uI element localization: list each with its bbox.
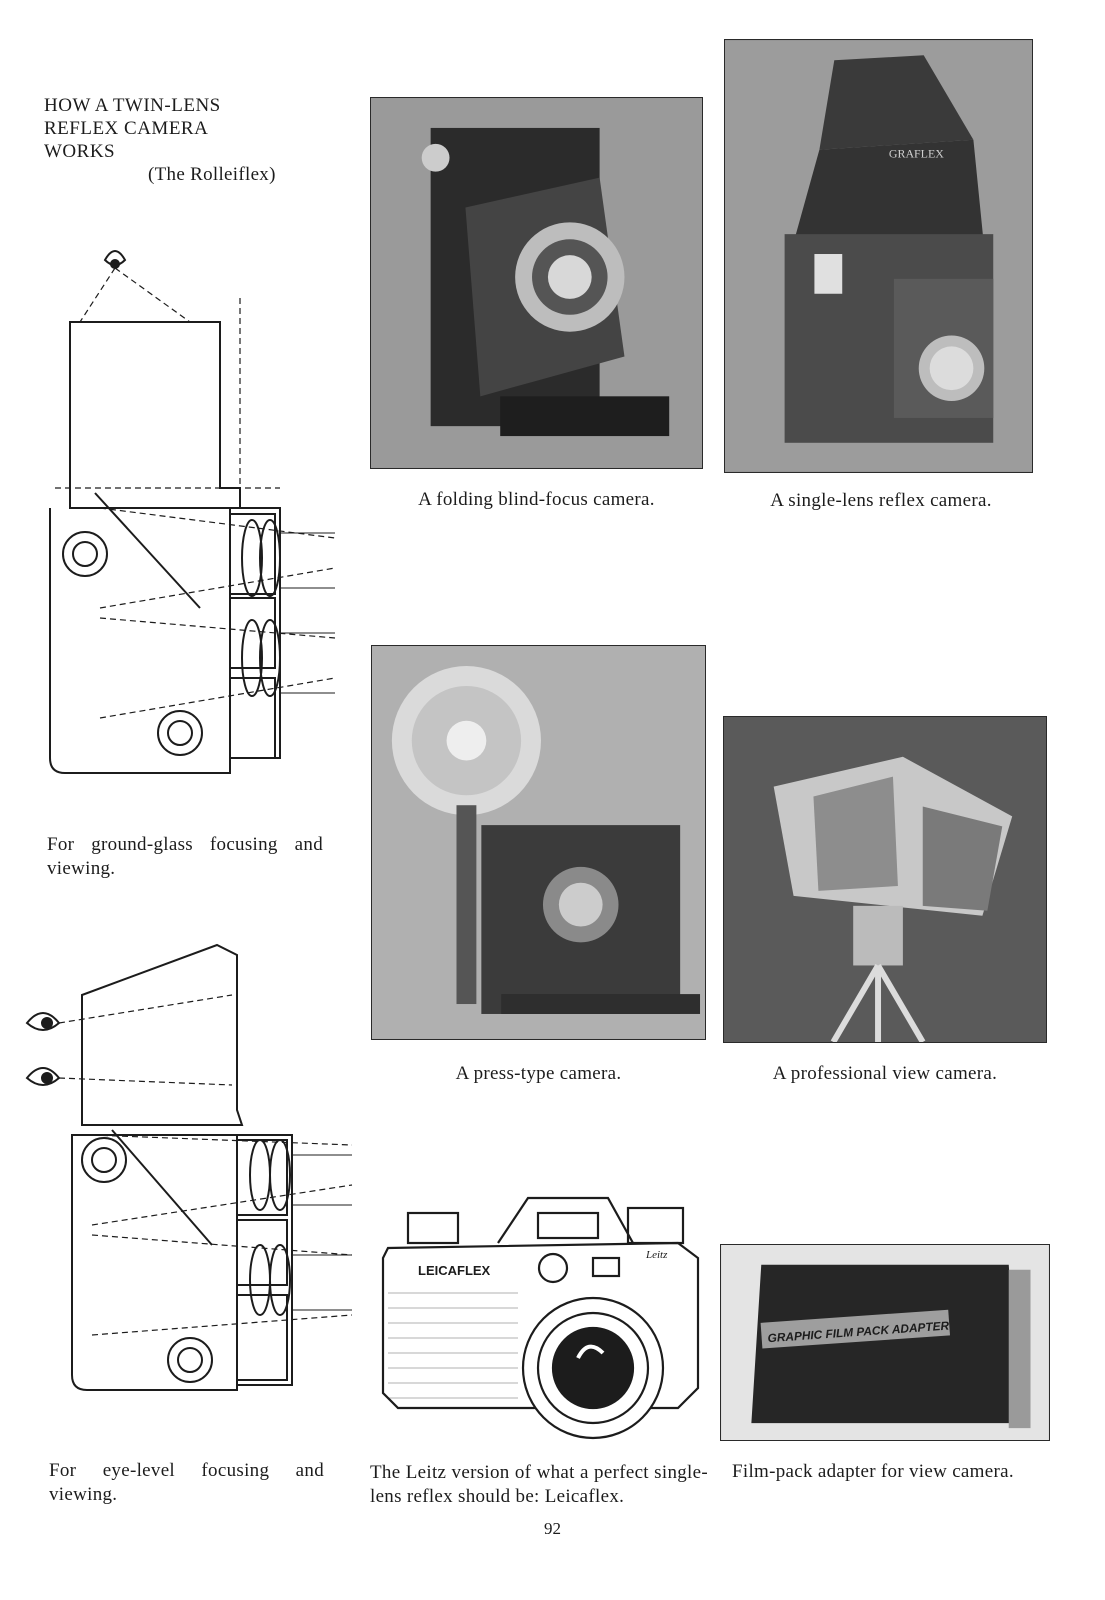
- title-subtitle: (The Rolleiflex): [148, 164, 276, 185]
- film-pack-adapter-illustration: GRAPHIC FILM PACK ADAPTER: [721, 1245, 1049, 1440]
- folding-camera-photo: [370, 97, 703, 469]
- ground-glass-diagram-drawing: [49, 250, 336, 774]
- view-camera-caption: A professional view camera.: [772, 1063, 998, 1084]
- film-pack-caption: Film-pack adapter for view camera.: [732, 1461, 1014, 1482]
- press-camera-photo: [371, 645, 706, 1040]
- title-line-2: REFLEX CAMERA: [44, 118, 209, 139]
- rolleiflex-ground-glass-diagram: [40, 238, 345, 783]
- view-camera-photo: [723, 716, 1047, 1043]
- leitz-maker-text: Leitz: [645, 1249, 668, 1261]
- press-camera-illustration: [372, 646, 705, 1039]
- eye-level-diagram-drawing: [25, 943, 353, 1391]
- view-camera-illustration: [724, 717, 1046, 1042]
- title-line-3: WORKS: [44, 141, 116, 162]
- leicaflex-caption: The Leitz version of what a perfect sing…: [370, 1462, 708, 1507]
- press-camera-caption: A press-type camera.: [455, 1063, 622, 1084]
- leicaflex-illustration: LEICAFLEX Leitz: [381, 1196, 700, 1440]
- rolleiflex-eye-level-diagram: [22, 935, 357, 1405]
- leicaflex-drawing: LEICAFLEX Leitz: [378, 1183, 708, 1443]
- folding-camera-caption: A folding blind-focus camera.: [418, 489, 655, 510]
- leicaflex-brand-text: LEICAFLEX: [418, 1263, 491, 1278]
- graflex-camera-caption: A single-lens reflex camera.: [770, 490, 992, 511]
- page-number: 92: [544, 1519, 561, 1538]
- title-line-1: HOW A TWIN-LENS: [44, 95, 221, 116]
- ground-glass-caption: For ground-glass focusing and viewing.: [47, 834, 323, 879]
- graflex-camera-illustration: GRAFLEX: [725, 40, 1032, 472]
- graflex-camera-photo: GRAFLEX: [724, 39, 1033, 473]
- folding-camera-illustration: [371, 98, 702, 468]
- page-title: HOW A TWIN-LENS REFLEX CAMERA WORKS (The…: [44, 94, 344, 186]
- graflex-brand-text: GRAFLEX: [889, 147, 944, 161]
- eye-level-caption: For eye-level focusing and viewing.: [49, 1460, 324, 1505]
- film-pack-adapter-photo: GRAPHIC FILM PACK ADAPTER: [720, 1244, 1050, 1441]
